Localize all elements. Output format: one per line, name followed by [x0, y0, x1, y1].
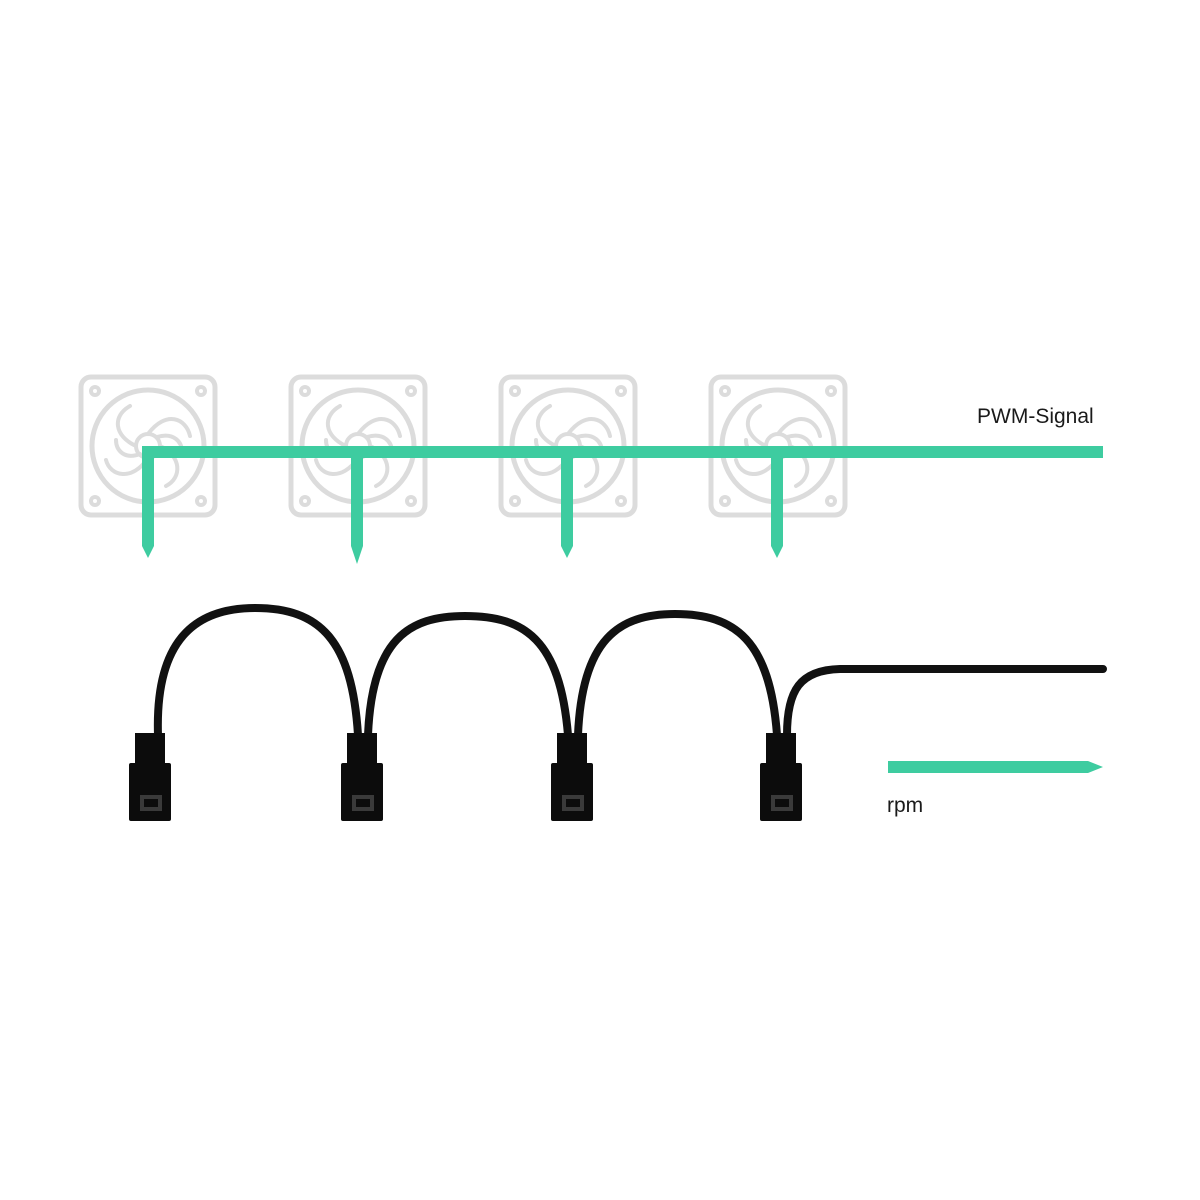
pwm-signal-label: PWM-Signal	[977, 405, 1094, 428]
fan-connector-icon	[551, 733, 593, 821]
pwm-signal-line	[142, 446, 1103, 564]
fan-connector-icon	[129, 733, 171, 821]
pwm-drop-arrow-3	[561, 446, 573, 558]
rpm-label: rpm	[887, 794, 924, 817]
splitter-cable	[153, 603, 1107, 739]
fan-connector-icon	[341, 733, 383, 821]
fan-connector-icon	[760, 733, 802, 821]
rpm-arrow	[888, 761, 1103, 773]
pwm-drop-arrow-4	[771, 446, 783, 558]
pwm-drop-arrow-1	[142, 446, 154, 558]
pwm-drop-arrow-2	[351, 446, 363, 564]
